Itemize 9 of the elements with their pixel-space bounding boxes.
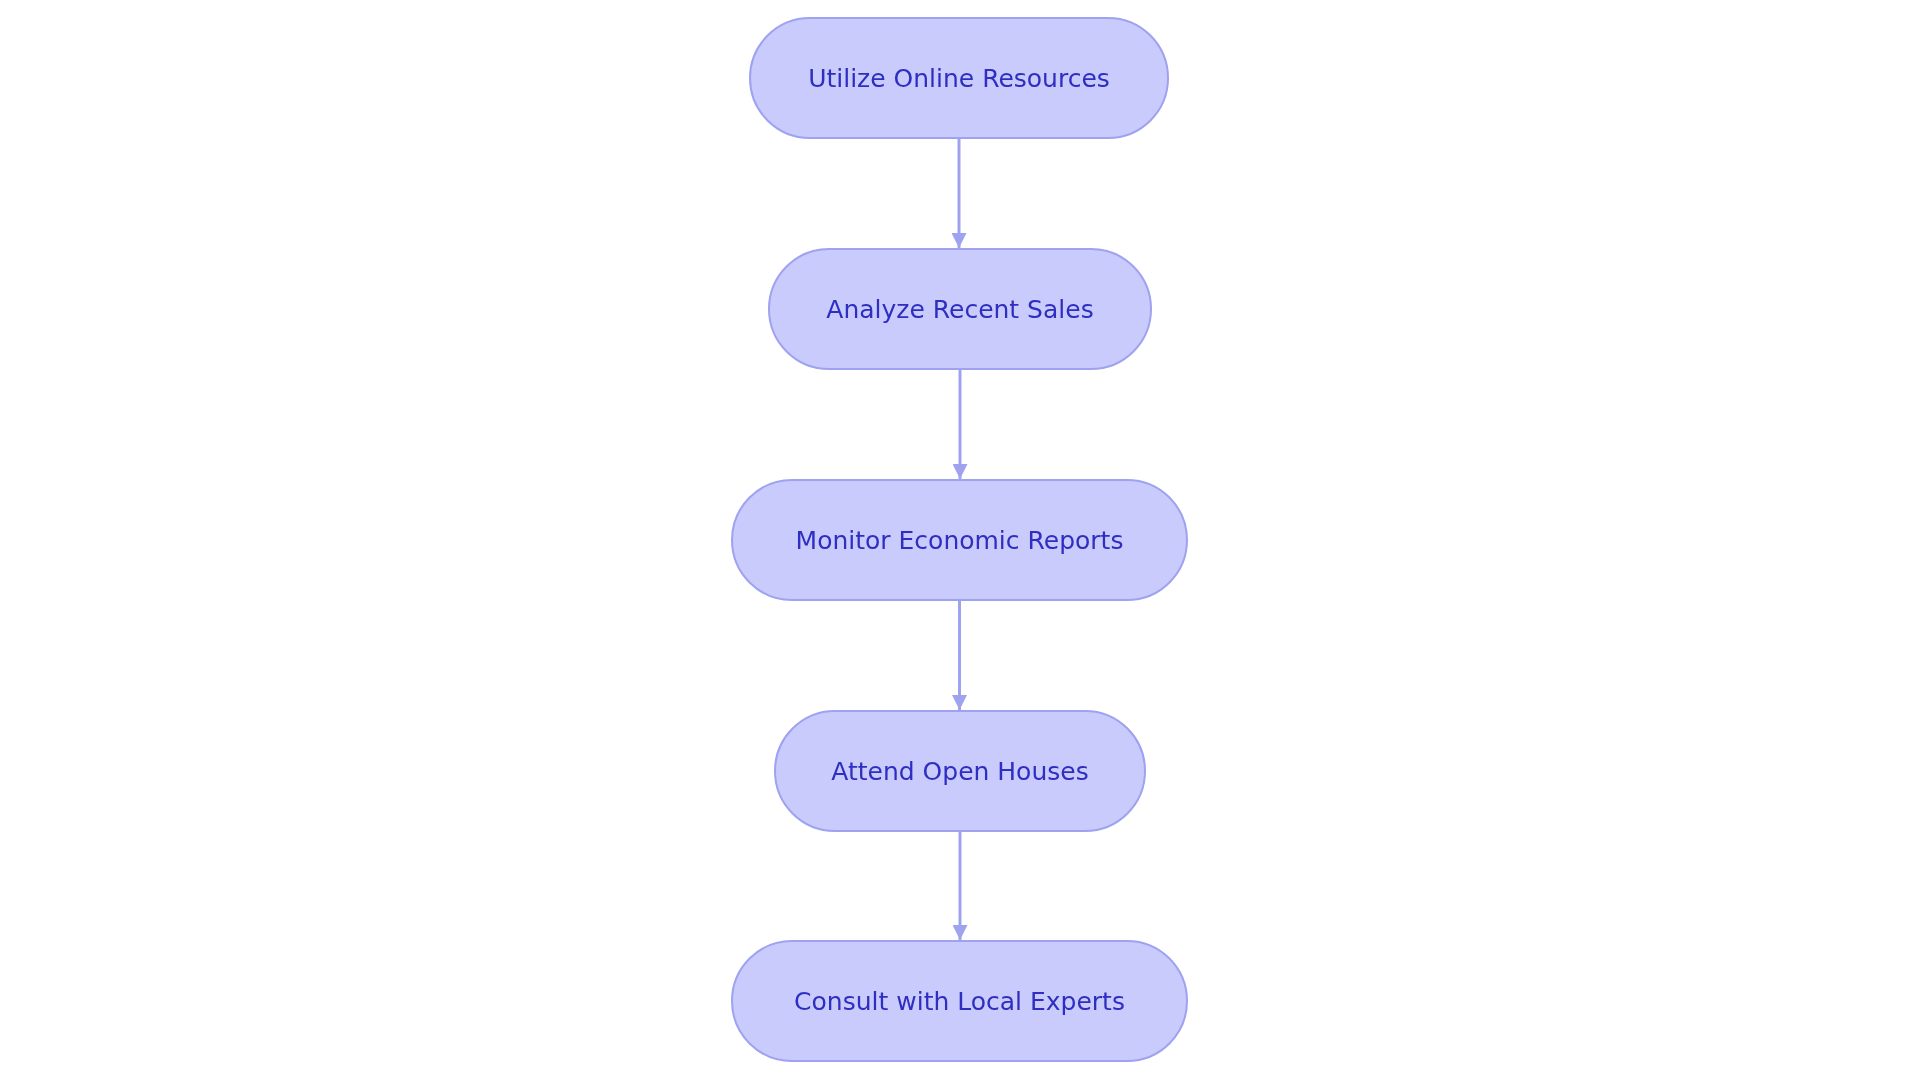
box-label: Utilize Online Resources: [808, 63, 1110, 93]
box-label: Monitor Economic Reports: [795, 525, 1124, 555]
arrow: [951, 139, 967, 248]
box-label: Analyze Recent Sales: [826, 294, 1094, 324]
box-label: Consult with Local Experts: [794, 986, 1125, 1016]
box-label: Attend Open Houses: [831, 756, 1089, 786]
arrow: [952, 832, 968, 940]
arrow: [952, 370, 968, 479]
arrow: [952, 601, 967, 710]
